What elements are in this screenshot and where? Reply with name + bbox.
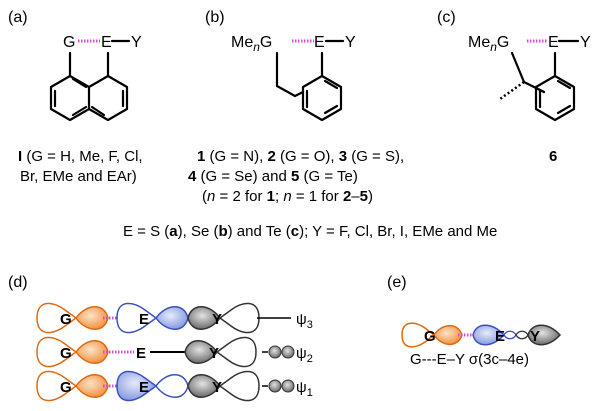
orbital-row-psi1 [36, 370, 295, 402]
atom-y-b: Y [345, 34, 356, 51]
panel-e: (e) G E Y G---E–Y σ(3c–4e) [387, 274, 562, 368]
panel-c: (c) MenG E Y 6 [437, 9, 591, 165]
compound-6-label: 6 [549, 148, 557, 165]
orbital-row-psi3 [36, 302, 291, 334]
orbital-y-psi2: Y [209, 345, 219, 362]
atom-e-b: E [314, 34, 325, 51]
panel-c-label: (c) [437, 9, 456, 26]
orbital-row-psi2 [36, 336, 295, 368]
panel-d: (d) G E Y ψ3 G [8, 274, 313, 402]
atom-g: G [63, 34, 75, 51]
element-legend: E = S (a), Se (b) and Te (c); Y = F, Cl,… [123, 223, 497, 240]
methyl-group: MenG [231, 34, 272, 54]
panel-a: (a) G E Y I (G = H, Me, F, Cl, Br, EMe a… [8, 9, 143, 185]
psi2-label: ψ2 [296, 345, 313, 365]
orbital-y-e: Y [530, 328, 540, 345]
panel-a-label: (a) [8, 9, 28, 26]
panel-b: (b) MenG E Y 1 (G = N), 2 (G = O), 3 (G … [188, 9, 404, 205]
benzyl-structure-b [275, 39, 345, 122]
compound-i-caption-line2: Br, EMe and EAr) [20, 168, 137, 185]
atom-e-c: E [548, 34, 559, 51]
orbital-y-psi3: Y [212, 311, 222, 328]
compounds-caption-line3: (n = 2 for 1; n = 1 for 2–5) [202, 188, 373, 205]
methyl-group-c: MenG [468, 34, 509, 54]
atom-e: E [101, 34, 112, 51]
orbital-e-psi1: E [139, 379, 149, 396]
atom-y-c: Y [580, 34, 591, 51]
compounds-caption-line1: 1 (G = N), 2 (G = O), 3 (G = S), [197, 148, 404, 165]
orbital-g-e: G [424, 328, 436, 345]
orbital-g-psi3: G [60, 311, 72, 328]
sigma-3c4e-orbital [401, 322, 562, 348]
sigma-3c4e-caption: G---E–Y σ(3c–4e) [410, 351, 529, 368]
orbital-g-psi2: G [60, 345, 72, 362]
panel-d-label: (d) [8, 274, 28, 291]
chiral-structure-c [499, 39, 580, 122]
naphthalene-structure [49, 39, 131, 122]
atom-y: Y [131, 34, 142, 51]
orbital-e-psi3: E [139, 311, 149, 328]
panel-b-label: (b) [205, 9, 225, 26]
panel-e-label: (e) [387, 274, 407, 291]
orbital-y-psi1: Y [212, 379, 222, 396]
compound-i-caption-line1: I (G = H, Me, F, Cl, [18, 148, 143, 165]
orbital-g-psi1: G [60, 379, 72, 396]
orbital-e-psi2: E [136, 345, 146, 362]
orbital-e-e: E [495, 328, 505, 345]
psi1-label: ψ1 [296, 379, 313, 399]
psi3-label: ψ3 [296, 311, 313, 331]
compounds-caption-line2: 4 (G = Se) and 5 (G = Te) [188, 168, 358, 185]
